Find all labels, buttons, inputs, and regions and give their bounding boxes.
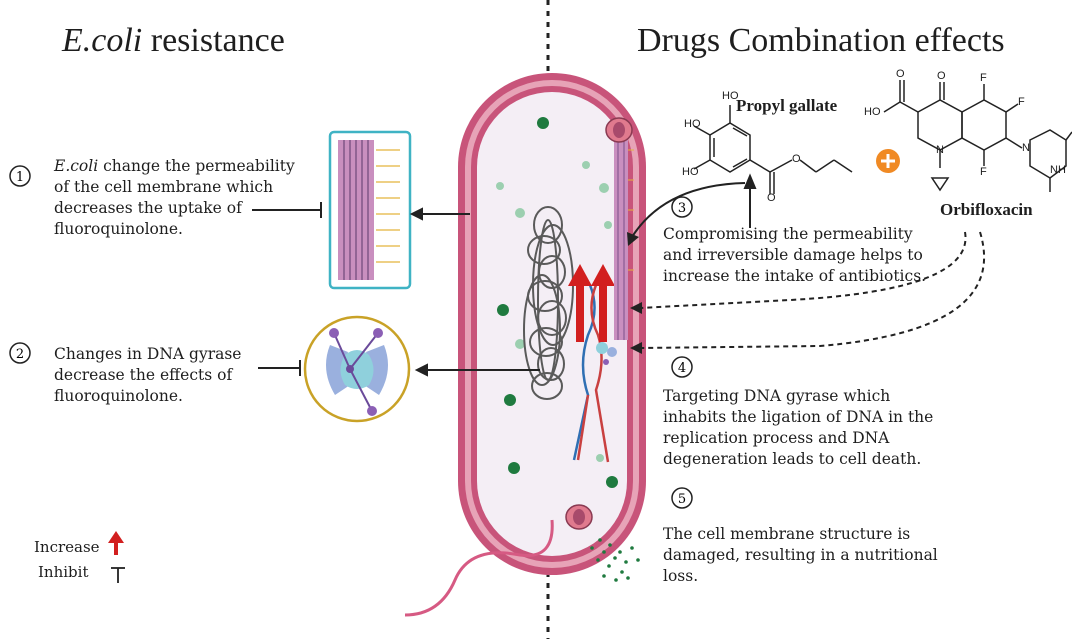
left-heading: E.coli resistance bbox=[62, 22, 285, 59]
dashed-arrow-2-head bbox=[630, 342, 642, 354]
legend-increase-label: Increase bbox=[34, 538, 100, 556]
nutrient-leak bbox=[590, 538, 640, 582]
atom-f-1: F bbox=[980, 72, 987, 84]
step-5-number: 5 bbox=[678, 492, 686, 507]
membrane-box bbox=[328, 130, 412, 290]
atom-nh: NH bbox=[1050, 164, 1066, 176]
orbifloxacin-structure bbox=[883, 80, 1072, 192]
membrane-strip-right bbox=[614, 140, 634, 340]
step-circle-2: 2 bbox=[9, 342, 31, 364]
step-1-number: 1 bbox=[16, 170, 24, 185]
bacterium-cell bbox=[458, 73, 646, 575]
atom-f-3: F bbox=[980, 166, 987, 178]
gyrase-circle bbox=[303, 315, 411, 423]
step-5-text: The cell membrane structure is damaged, … bbox=[663, 525, 938, 585]
atom-ho-orbi: HO bbox=[864, 106, 881, 118]
step-4-number: 4 bbox=[678, 361, 686, 376]
replication-fork bbox=[572, 284, 610, 463]
step-circle-3: 3 bbox=[671, 196, 693, 218]
increase-arrows-cell bbox=[568, 264, 615, 342]
curved-arrow-propyl bbox=[631, 182, 746, 238]
atom-ho-upper: HO bbox=[722, 90, 739, 102]
step-2-text: Changes in DNA gyrase decrease the effec… bbox=[54, 345, 242, 405]
arrow-cell-to-gyrase-circle bbox=[414, 363, 540, 377]
step-circle-5: 5 bbox=[671, 487, 693, 509]
atom-o-ester: O bbox=[792, 153, 801, 165]
flagellum bbox=[404, 519, 554, 617]
step-3-text: Compromising the permeability and irreve… bbox=[663, 225, 927, 285]
chromosome-dna bbox=[523, 206, 574, 400]
inhibit-symbol-2 bbox=[258, 360, 301, 376]
cytoplasm-granules bbox=[496, 117, 618, 488]
straight-arrow-propyl bbox=[743, 173, 757, 228]
step-4-text: Targeting DNA gyrase which inhabits the … bbox=[663, 387, 934, 468]
legend-inhibit-icon bbox=[111, 567, 125, 583]
inhibit-symbol-1 bbox=[252, 202, 322, 218]
arrow-cell-to-membrane-box bbox=[409, 207, 470, 221]
atom-ho-top: HO bbox=[684, 118, 701, 130]
dashed-arrow-1-head bbox=[630, 302, 642, 314]
atom-n-pip: N bbox=[1022, 142, 1030, 154]
gyrase-at-fork bbox=[596, 342, 617, 365]
step-circle-4: 4 bbox=[671, 356, 693, 378]
step-2-number: 2 bbox=[16, 347, 24, 362]
plus-symbol-circle bbox=[876, 149, 900, 173]
step-circle-1: 1 bbox=[9, 165, 31, 187]
step-3-number: 3 bbox=[678, 201, 686, 216]
right-heading: Drugs Combination effects bbox=[637, 22, 1005, 59]
propyl-gallate-structure bbox=[693, 105, 853, 194]
step-1-text: E.coli change the permeability of the ce… bbox=[54, 157, 295, 238]
porin-bottom bbox=[565, 504, 593, 530]
curved-arrow-propyl-head bbox=[627, 232, 639, 246]
atom-n-ring: N bbox=[936, 144, 944, 156]
atom-o-orbi-1: O bbox=[896, 68, 905, 80]
legend-increase-icon bbox=[108, 531, 124, 555]
atom-f-2: F bbox=[1018, 96, 1025, 108]
legend-inhibit-label: Inhibit bbox=[38, 563, 89, 581]
porin-top bbox=[605, 117, 633, 143]
atom-o-orbi-2: O bbox=[937, 70, 946, 82]
atom-o-carbonyl: O bbox=[767, 192, 776, 204]
dashed-arrow-orbifloxacin-2 bbox=[639, 231, 986, 349]
propyl-gallate-label: Propyl gallate bbox=[736, 96, 838, 115]
orbifloxacin-label: Orbifloxacin bbox=[940, 200, 1033, 219]
atom-ho-lower: HO bbox=[682, 166, 699, 178]
